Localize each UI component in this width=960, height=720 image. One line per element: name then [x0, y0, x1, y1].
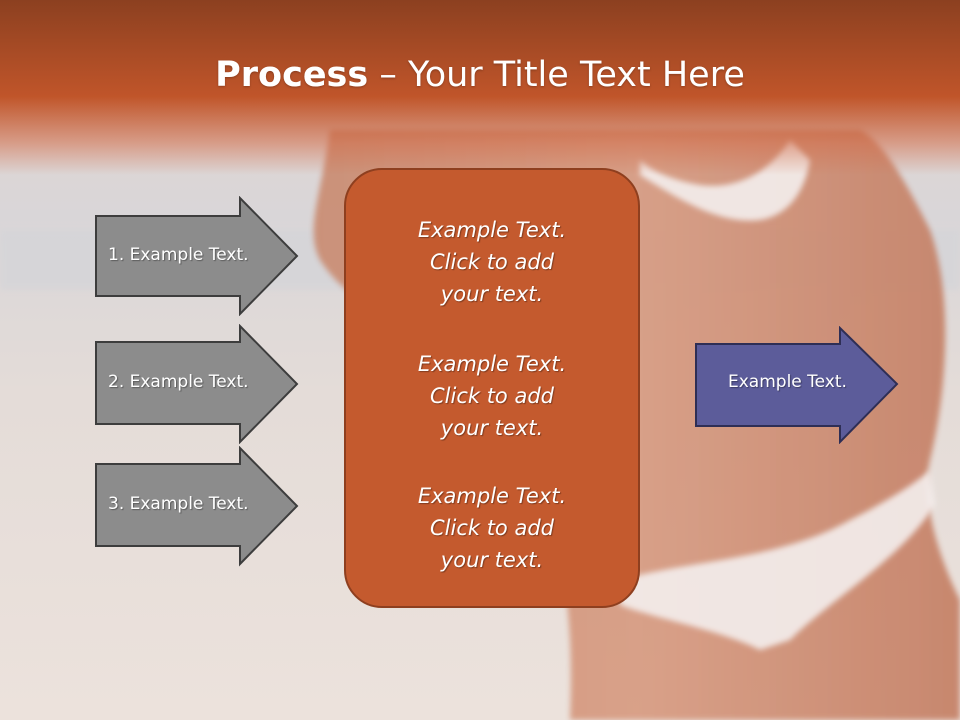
left-arrow-2-label: 2. Example Text.	[108, 372, 249, 392]
left-arrow-2[interactable]: 2. Example Text.	[94, 324, 300, 444]
right-arrow-label: Example Text.	[728, 372, 847, 392]
left-arrow-1-label: 1. Example Text.	[108, 245, 249, 265]
center-paragraph-1-line-3: your text.	[440, 282, 544, 306]
center-paragraph-2-line-1: Example Text.	[417, 352, 567, 376]
slide-title: Process – Your Title Text Here	[0, 52, 960, 98]
left-arrow-3-label: 3. Example Text.	[108, 494, 249, 514]
left-arrow-1[interactable]: 1. Example Text.	[94, 196, 300, 316]
center-paragraph-2: Example Text. Click to add your text.	[346, 348, 638, 444]
center-paragraph-2-line-3: your text.	[440, 416, 544, 440]
left-arrow-3[interactable]: 3. Example Text.	[94, 446, 300, 568]
center-paragraph-1: Example Text. Click to add your text.	[346, 214, 638, 310]
title-rest: – Your Title Text Here	[368, 55, 745, 95]
center-paragraph-1-line-2: Click to add	[429, 250, 554, 274]
center-paragraph-3-line-2: Click to add	[429, 516, 554, 540]
header-band	[0, 0, 960, 175]
right-arrow[interactable]: Example Text.	[694, 326, 900, 444]
title-bold: Process	[215, 55, 369, 95]
center-paragraph-3: Example Text. Click to add your text.	[346, 480, 638, 576]
center-paragraph-3-line-3: your text.	[440, 548, 544, 572]
center-text-box[interactable]: Example Text. Click to add your text. Ex…	[344, 168, 640, 608]
center-paragraph-2-line-2: Click to add	[429, 384, 554, 408]
center-paragraph-3-line-1: Example Text.	[417, 484, 567, 508]
center-paragraph-1-line-1: Example Text.	[417, 218, 567, 242]
